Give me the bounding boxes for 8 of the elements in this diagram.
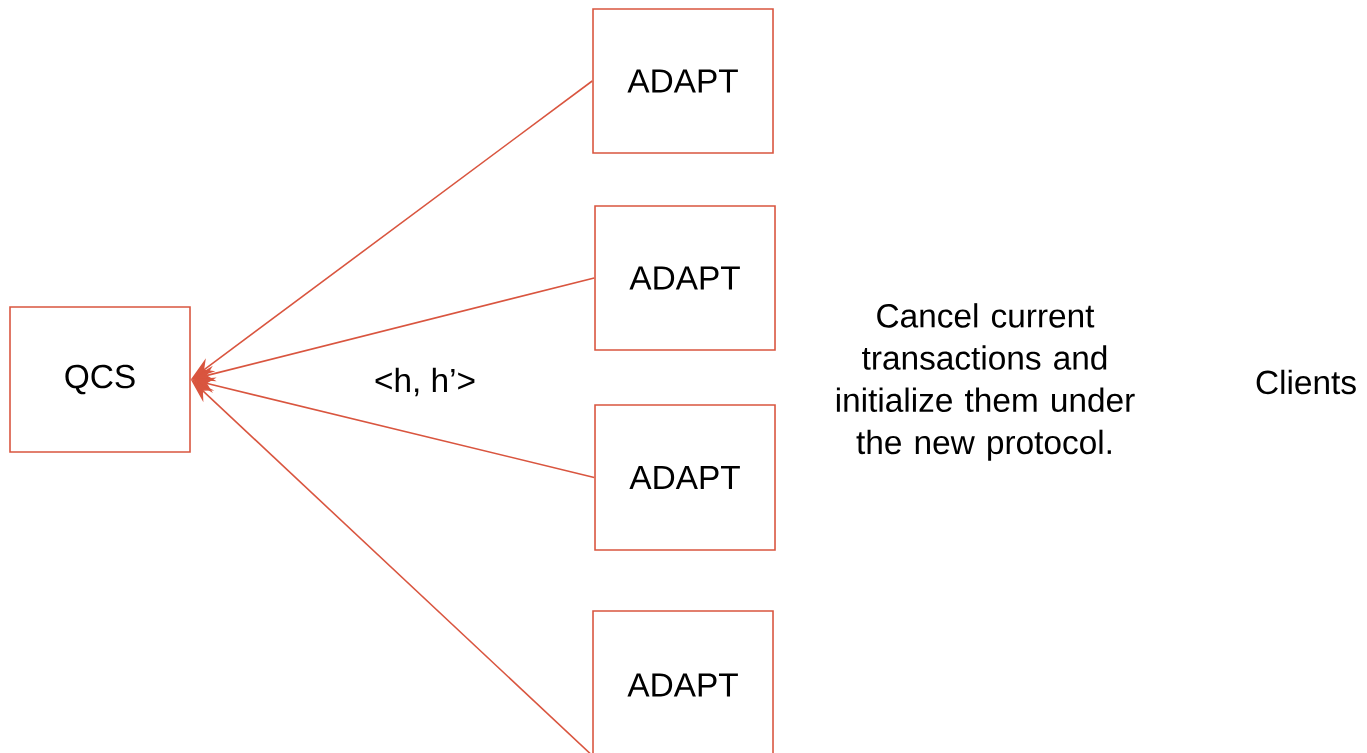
label-text: Cancel current transactions and initialize them under the new protocol. (836, 303, 1135, 461)
process-box: ADAPT (594, 404, 776, 551)
process-box: ADAPT (592, 8, 774, 154)
label-text: Clients (1256, 369, 1356, 395)
label-text: <h, h’> (375, 367, 475, 397)
process-box: ADAPT (592, 610, 774, 753)
process-box: ADAPT (594, 205, 776, 351)
process-box: QCS (9, 306, 191, 453)
